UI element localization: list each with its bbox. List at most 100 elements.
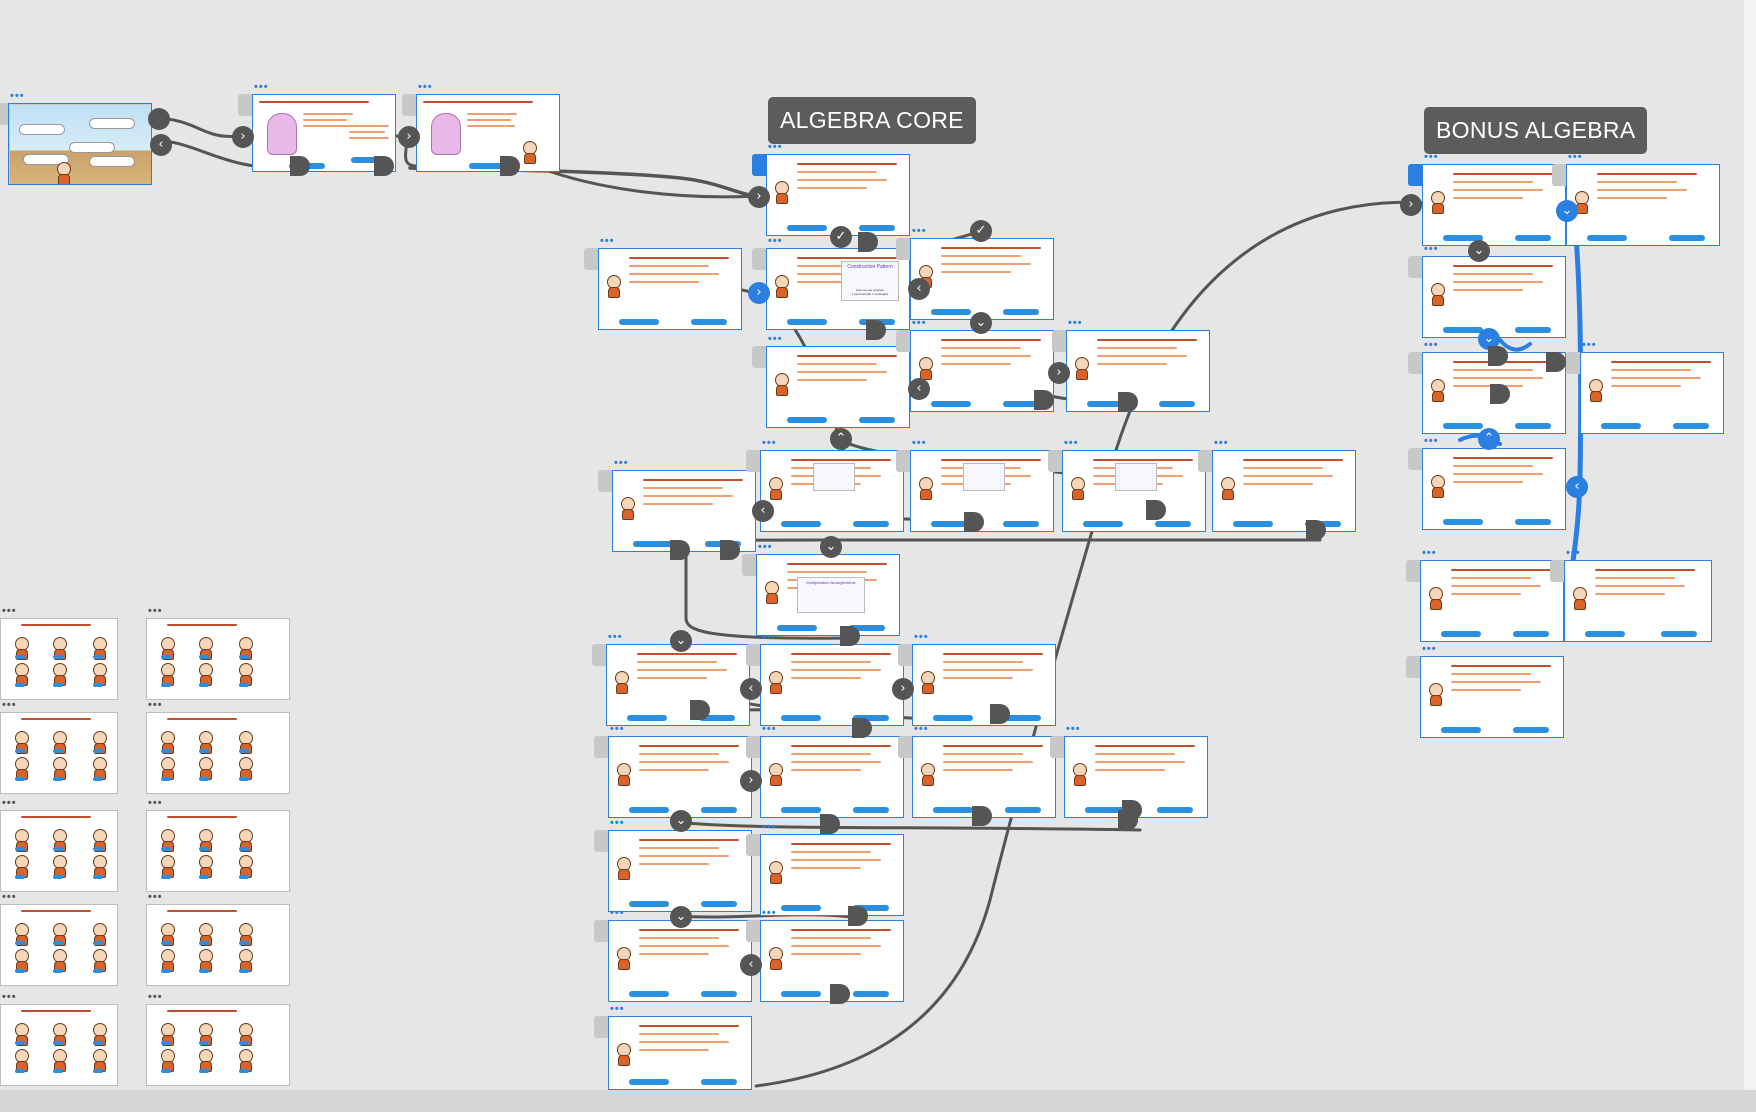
screen-card[interactable] xyxy=(760,450,904,532)
choice-button[interactable] xyxy=(1157,807,1193,813)
card-drag-tab[interactable] xyxy=(594,830,610,852)
chevron-down-icon[interactable]: ⌄ xyxy=(1478,328,1500,350)
choice-button[interactable] xyxy=(1159,401,1195,407)
screen-card[interactable] xyxy=(608,1016,752,1090)
more-dots-icon[interactable]: ••• xyxy=(418,81,433,93)
choice-button[interactable] xyxy=(161,847,171,851)
more-dots-icon[interactable]: ••• xyxy=(912,437,927,449)
output-port[interactable] xyxy=(820,814,840,834)
choice-button[interactable] xyxy=(633,541,673,547)
card-drag-tab[interactable] xyxy=(746,736,762,758)
output-port[interactable] xyxy=(500,156,520,176)
card-drag-tab[interactable] xyxy=(746,644,762,666)
card-drag-tab[interactable] xyxy=(1048,450,1064,472)
more-dots-icon[interactable]: ••• xyxy=(1066,723,1081,735)
choice-button[interactable] xyxy=(239,777,249,781)
choice-button[interactable] xyxy=(469,163,505,169)
choice-button[interactable] xyxy=(1155,521,1191,527)
screen-card[interactable] xyxy=(0,810,118,892)
more-dots-icon[interactable]: ••• xyxy=(610,817,625,829)
choice-button[interactable] xyxy=(239,941,249,945)
choice-button[interactable] xyxy=(859,417,895,423)
choice-button[interactable] xyxy=(1585,631,1625,637)
choice-button[interactable] xyxy=(699,715,735,721)
card-drag-tab[interactable] xyxy=(594,736,610,758)
card-drag-tab[interactable] xyxy=(594,920,610,942)
screen-card[interactable] xyxy=(146,618,290,700)
card-drag-tab[interactable] xyxy=(1408,164,1424,186)
screen-card[interactable] xyxy=(760,920,904,1002)
more-dots-icon[interactable]: ••• xyxy=(610,723,625,735)
output-port[interactable] xyxy=(1490,384,1510,404)
choice-button[interactable] xyxy=(1515,519,1551,525)
card-drag-tab[interactable] xyxy=(1052,330,1068,352)
screen-card[interactable] xyxy=(1066,330,1210,412)
choice-button[interactable] xyxy=(781,905,821,911)
more-dots-icon[interactable]: ••• xyxy=(1424,243,1439,255)
card-drag-tab[interactable] xyxy=(896,330,912,352)
more-dots-icon[interactable]: ••• xyxy=(148,891,163,903)
card-drag-tab[interactable] xyxy=(752,248,768,270)
screen-card[interactable] xyxy=(146,712,290,794)
choice-button[interactable] xyxy=(629,901,669,907)
choice-button[interactable] xyxy=(931,401,971,407)
choice-button[interactable] xyxy=(161,683,171,687)
choice-button[interactable] xyxy=(53,777,63,781)
screen-card[interactable] xyxy=(760,644,904,726)
choice-button[interactable] xyxy=(1233,521,1273,527)
choice-button[interactable] xyxy=(1673,423,1709,429)
more-dots-icon[interactable]: ••• xyxy=(1424,435,1439,447)
choice-button[interactable] xyxy=(15,847,25,851)
screen-card[interactable] xyxy=(1420,560,1564,642)
output-port[interactable] xyxy=(866,320,886,340)
choice-button[interactable] xyxy=(853,807,889,813)
output-port[interactable] xyxy=(1118,392,1138,412)
card-drag-tab[interactable] xyxy=(1406,560,1422,582)
more-dots-icon[interactable]: ••• xyxy=(1422,547,1437,559)
choice-button[interactable] xyxy=(859,225,895,231)
choice-button[interactable] xyxy=(787,417,827,423)
card-drag-tab[interactable] xyxy=(1408,352,1424,374)
choice-button[interactable] xyxy=(691,319,727,325)
choice-button[interactable] xyxy=(239,875,249,879)
card-drag-tab[interactable] xyxy=(896,238,912,260)
choice-button[interactable] xyxy=(701,807,737,813)
choice-button[interactable] xyxy=(53,749,63,753)
choice-button[interactable] xyxy=(1515,235,1551,241)
screen-card[interactable] xyxy=(0,1004,118,1086)
more-dots-icon[interactable]: ••• xyxy=(610,1003,625,1015)
output-port[interactable] xyxy=(964,512,984,532)
choice-button[interactable] xyxy=(199,683,209,687)
more-dots-icon[interactable]: ••• xyxy=(2,605,17,617)
chevron-right-icon[interactable]: › xyxy=(892,678,914,700)
screen-card[interactable] xyxy=(416,94,560,172)
choice-button[interactable] xyxy=(1003,401,1039,407)
card-drag-tab[interactable] xyxy=(584,248,600,270)
card-drag-tab[interactable] xyxy=(1408,256,1424,278)
output-port[interactable] xyxy=(848,906,868,926)
choice-button[interactable] xyxy=(629,807,669,813)
choice-button[interactable] xyxy=(239,683,249,687)
choice-button[interactable] xyxy=(849,625,885,631)
chevron-right-icon[interactable]: › xyxy=(748,282,770,304)
card-drag-tab[interactable] xyxy=(238,94,254,116)
screen-card[interactable] xyxy=(912,736,1056,818)
choice-button[interactable] xyxy=(15,969,25,973)
screen-card[interactable] xyxy=(1422,164,1566,246)
choice-button[interactable] xyxy=(933,715,973,721)
choice-button[interactable] xyxy=(931,309,971,315)
screen-card[interactable] xyxy=(0,712,118,794)
screen-card[interactable] xyxy=(766,346,910,428)
choice-button[interactable] xyxy=(199,777,209,781)
chevron-up-icon[interactable]: ⌃ xyxy=(1478,428,1500,450)
choice-button[interactable] xyxy=(239,1069,249,1073)
choice-button[interactable] xyxy=(161,875,171,879)
choice-button[interactable] xyxy=(1587,235,1627,241)
choice-button[interactable] xyxy=(53,655,63,659)
choice-button[interactable] xyxy=(53,1069,63,1073)
screen-card[interactable] xyxy=(760,736,904,818)
more-dots-icon[interactable]: ••• xyxy=(1424,339,1439,351)
screen-card[interactable] xyxy=(1564,560,1712,642)
card-drag-tab[interactable] xyxy=(898,736,914,758)
